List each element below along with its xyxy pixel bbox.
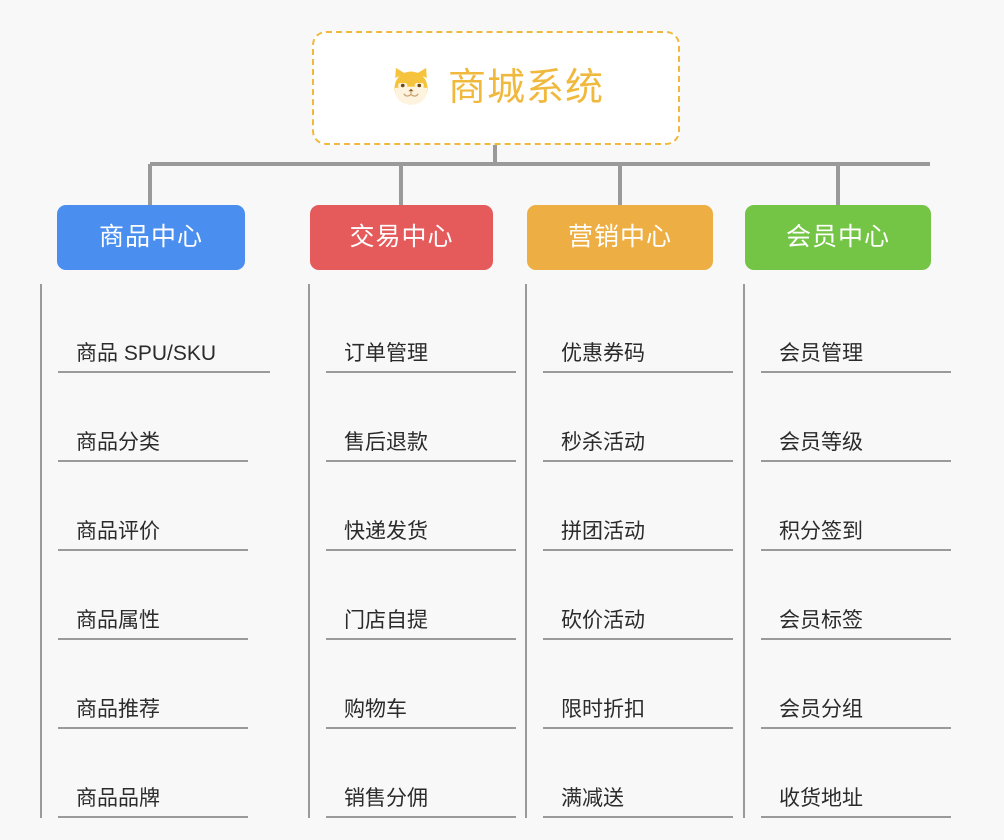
leaf-label: 积分签到 <box>779 519 863 543</box>
leaf-item[interactable]: 砍价活动 <box>543 551 733 640</box>
leaf-label: 会员管理 <box>779 341 863 365</box>
leaf-label: 售后退款 <box>344 430 428 454</box>
category-box-2[interactable]: 营销中心 <box>527 205 713 270</box>
leaf-label: 商品分类 <box>76 430 160 454</box>
root-title: 商城系统 <box>447 67 604 109</box>
leaf-item[interactable]: 商品推荐 <box>58 640 248 729</box>
leaf-item[interactable]: 商品评价 <box>58 462 248 551</box>
leaf-item[interactable]: 收货地址 <box>761 729 951 818</box>
leaf-item[interactable]: 会员分组 <box>761 640 951 729</box>
leaf-label: 商品品牌 <box>76 786 160 810</box>
category-box-1[interactable]: 交易中心 <box>310 205 493 270</box>
category-columns: 商品中心 商品 SPU/SKU 商品分类 商品评价 商品属性 商品推荐 <box>0 205 1004 840</box>
leaf-label: 快递发货 <box>344 519 428 543</box>
category-column-3: 会员中心 会员管理 会员等级 积分签到 会员标签 会员分组 <box>690 205 951 818</box>
leaf-label: 商品 SPU/SKU <box>76 341 217 365</box>
leaf-item[interactable]: 积分签到 <box>761 462 951 551</box>
leaf-item[interactable]: 秒杀活动 <box>543 373 733 462</box>
leaf-label: 销售分佣 <box>344 786 428 810</box>
leaf-label: 会员分组 <box>779 697 863 721</box>
leaf-label: 砍价活动 <box>561 608 645 632</box>
leaf-item[interactable]: 商品属性 <box>58 551 248 640</box>
leaf-item[interactable]: 购物车 <box>326 640 516 729</box>
category-title-2: 营销中心 <box>567 223 672 251</box>
leaf-label: 购物车 <box>344 697 407 721</box>
leaf-item[interactable]: 会员标签 <box>761 551 951 640</box>
leaf-item[interactable]: 会员管理 <box>761 284 951 373</box>
leaf-label: 商品评价 <box>76 519 160 543</box>
leaf-item[interactable]: 优惠券码 <box>543 284 733 373</box>
shiba-dog-face-icon <box>394 67 428 105</box>
leaf-item[interactable]: 售后退款 <box>326 373 516 462</box>
leaf-list-3: 会员管理 会员等级 积分签到 会员标签 会员分组 收货地址 <box>743 284 951 818</box>
leaf-label: 商品推荐 <box>76 697 160 721</box>
leaf-item[interactable]: 会员等级 <box>761 373 951 462</box>
leaf-item[interactable]: 快递发货 <box>326 462 516 551</box>
leaf-label: 门店自提 <box>344 608 428 632</box>
leaf-item[interactable]: 满减送 <box>543 729 733 818</box>
leaf-label: 收货地址 <box>779 786 863 810</box>
root-node[interactable]: 商城系统 <box>312 31 680 145</box>
category-box-3[interactable]: 会员中心 <box>745 205 931 270</box>
leaf-label: 满减送 <box>561 786 624 810</box>
leaf-label: 商品属性 <box>76 608 160 632</box>
leaf-item[interactable]: 商品 SPU/SKU <box>58 284 270 373</box>
leaf-label: 限时折扣 <box>561 697 645 721</box>
category-title-3: 会员中心 <box>785 223 890 251</box>
leaf-item[interactable]: 门店自提 <box>326 551 516 640</box>
leaf-label: 拼团活动 <box>561 519 645 543</box>
category-title-1: 交易中心 <box>349 223 454 251</box>
leaf-list-0: 商品 SPU/SKU 商品分类 商品评价 商品属性 商品推荐 商品品牌 <box>40 284 270 818</box>
category-column-1: 交易中心 订单管理 售后退款 快递发货 门店自提 购物车 <box>255 205 516 818</box>
category-column-0: 商品中心 商品 SPU/SKU 商品分类 商品评价 商品属性 商品推荐 <box>40 205 270 818</box>
leaf-item[interactable]: 拼团活动 <box>543 462 733 551</box>
leaf-label: 会员等级 <box>779 430 863 454</box>
leaf-label: 优惠券码 <box>561 341 645 365</box>
leaf-item[interactable]: 订单管理 <box>326 284 516 373</box>
leaf-item[interactable]: 商品品牌 <box>58 729 248 818</box>
leaf-label: 订单管理 <box>344 341 428 365</box>
leaf-item[interactable]: 限时折扣 <box>543 640 733 729</box>
category-title-0: 商品中心 <box>98 223 203 251</box>
leaf-list-1: 订单管理 售后退款 快递发货 门店自提 购物车 销售分佣 <box>308 284 516 818</box>
leaf-item[interactable]: 销售分佣 <box>326 729 516 818</box>
category-column-2: 营销中心 优惠券码 秒杀活动 拼团活动 砍价活动 限时折扣 <box>470 205 733 818</box>
leaf-label: 会员标签 <box>779 608 863 632</box>
category-box-0[interactable]: 商品中心 <box>57 205 245 270</box>
leaf-item[interactable]: 商品分类 <box>58 373 248 462</box>
leaf-label: 秒杀活动 <box>561 430 645 454</box>
leaf-list-2: 优惠券码 秒杀活动 拼团活动 砍价活动 限时折扣 满减送 <box>525 284 733 818</box>
